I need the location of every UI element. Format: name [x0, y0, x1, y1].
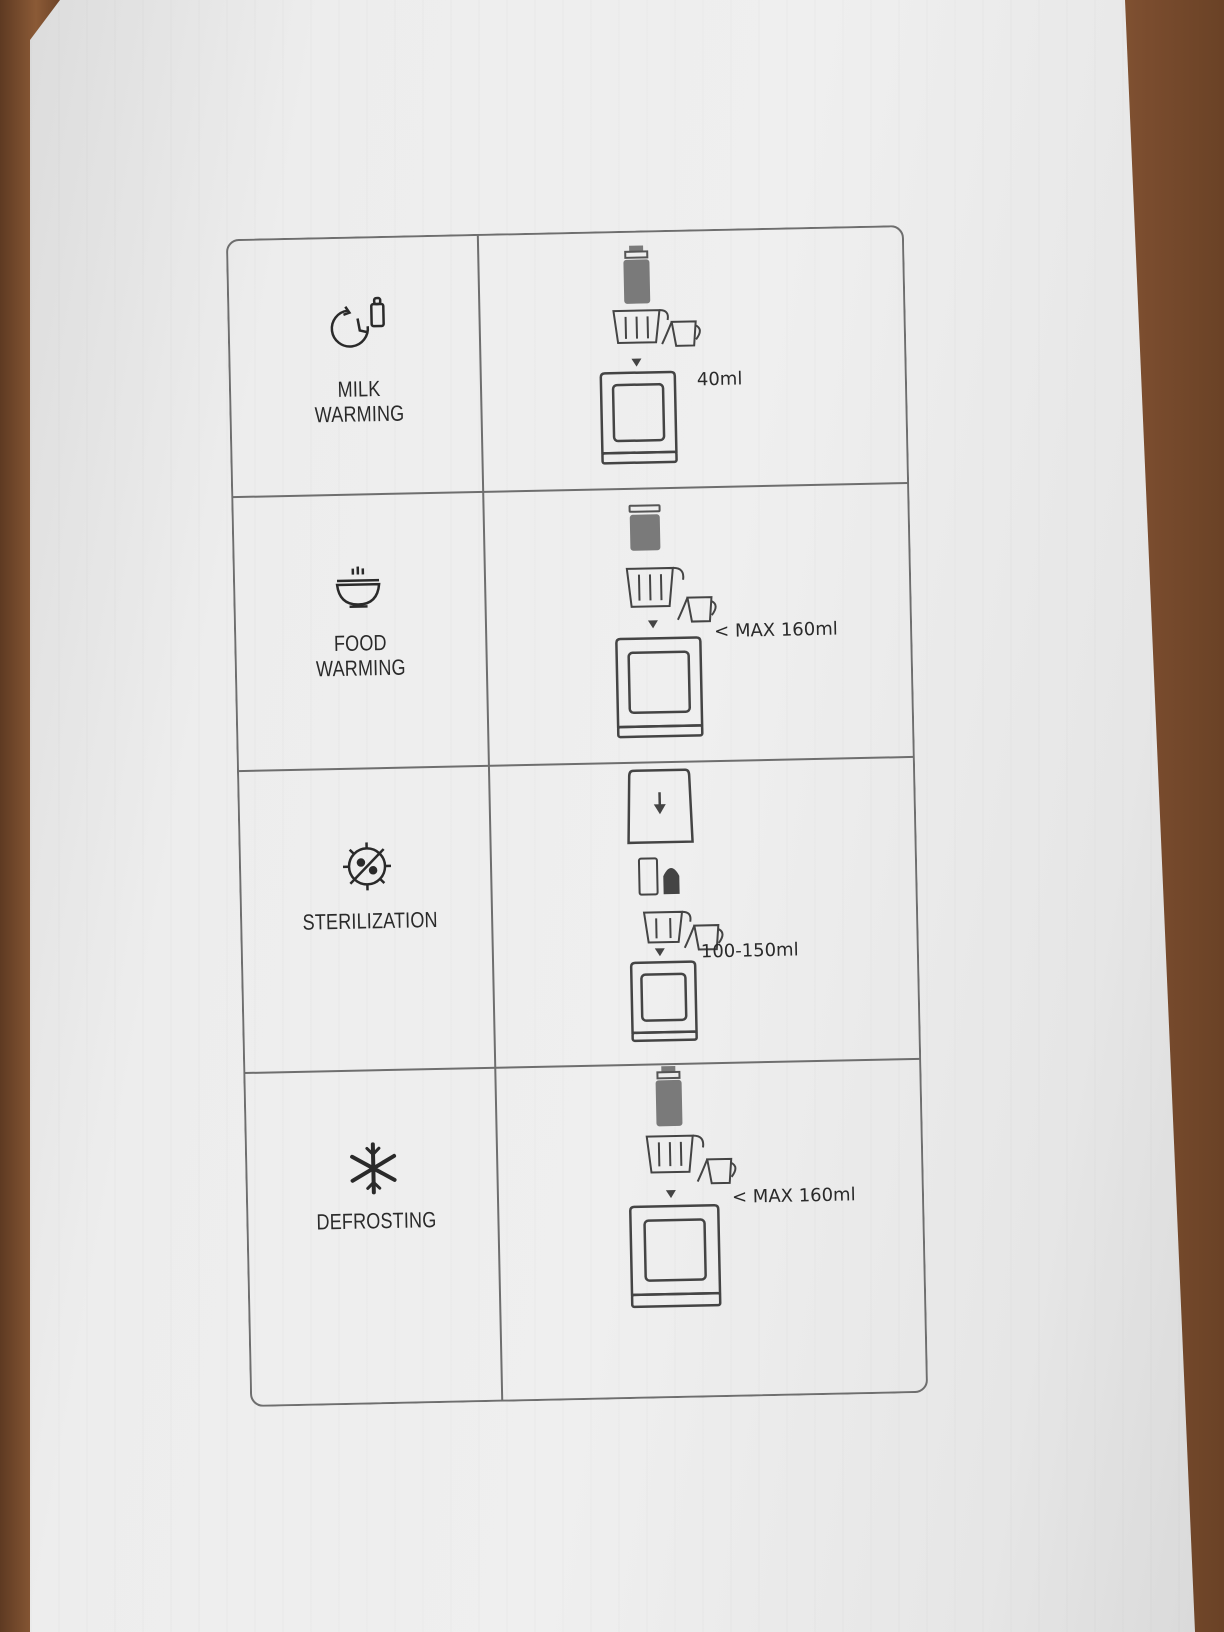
- cardboard-box-side: [30, 0, 1195, 1632]
- mode-label-sterilization: STERILIZATION: [302, 906, 438, 935]
- warmer-device-icon-4: [629, 1203, 722, 1309]
- basket-icon: [612, 309, 669, 345]
- instruction-grid: [226, 225, 928, 1407]
- down-arrow-icon-4: [665, 1190, 676, 1199]
- warmer-device-icon: [599, 370, 678, 465]
- basket-icon-2: [625, 566, 685, 608]
- warmer-device-icon-2: [615, 636, 704, 739]
- snowflake-icon: [350, 1142, 397, 1195]
- lid-icon: [627, 768, 694, 845]
- food-jar-icon: [628, 504, 661, 551]
- mode-label-food-warming: FOOD WARMING: [315, 629, 406, 682]
- down-arrow-icon-3: [654, 948, 665, 957]
- down-arrow-icon-2: [647, 620, 658, 629]
- measuring-cup-icon: [661, 320, 701, 347]
- water-volume-milk: 40ml: [696, 368, 743, 391]
- water-volume-defrost: < MAX 160ml: [731, 1184, 856, 1208]
- virus-kill-icon: [342, 842, 392, 891]
- measuring-cup-icon-3: [683, 924, 724, 951]
- mode-label-defrosting: DEFROSTING: [316, 1207, 437, 1235]
- bottle-parts-icon: [637, 857, 680, 896]
- measuring-cup-icon-2: [677, 596, 717, 623]
- water-volume-sterilization: 100-150ml: [700, 939, 799, 963]
- basket-icon-4: [645, 1134, 705, 1174]
- water-volume-food: < MAX 160ml: [713, 618, 838, 643]
- mode-label-milk-warming: MILK WARMING: [314, 376, 405, 428]
- bottle-icon-4: [655, 1065, 683, 1127]
- warmer-device-icon-3: [629, 960, 698, 1043]
- clock-bottle-icon: [330, 296, 385, 348]
- measuring-cup-icon-4: [696, 1157, 737, 1185]
- down-arrow-icon: [631, 358, 642, 367]
- basket-icon-3: [642, 910, 692, 944]
- bottle-icon: [623, 245, 651, 304]
- bowl-spoon-icon: [335, 566, 381, 608]
- instruction-panel: MILK WARMING FOOD WARMING STERILIZATION …: [226, 225, 928, 1407]
